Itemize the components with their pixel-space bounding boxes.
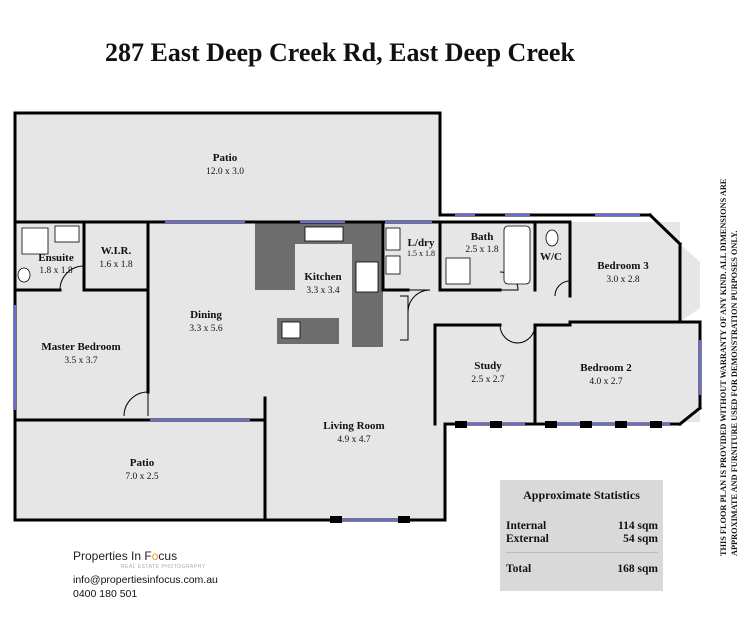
bedroom2-bay-floor <box>680 322 700 424</box>
kitchen-island-sink <box>281 321 301 339</box>
brand-logo: Properties In Focus REAL ESTATE PHOTOGRA… <box>73 549 206 570</box>
stat-total-value: 168 sqm <box>617 563 658 575</box>
ensuite-dims: 1.8 x 1.8 <box>39 266 73 276</box>
stat-divider <box>506 552 658 553</box>
wir-dims: 1.6 x 1.8 <box>99 260 133 270</box>
ensuite-name: Ensuite <box>38 252 74 264</box>
kitchen-name: Kitchen <box>304 271 341 283</box>
wc-name: W/C <box>540 251 562 263</box>
brand-name: Properties In Focus <box>73 549 178 563</box>
east-bay-floor <box>535 322 700 422</box>
laundry-tub <box>385 227 401 251</box>
contact-phone: 0400 180 501 <box>73 588 138 600</box>
ensuite-vanity <box>54 225 80 243</box>
patio-bottom-floor <box>15 420 265 520</box>
bath-dims: 2.5 x 1.8 <box>465 245 499 255</box>
stat-internal: Internal 114 sqm <box>506 520 658 532</box>
brand-tagline: REAL ESTATE PHOTOGRAPHY <box>121 564 206 570</box>
stat-internal-label: Internal <box>506 520 547 532</box>
brand-lens-icon: o <box>151 549 159 563</box>
master-name: Master Bedroom <box>41 341 120 353</box>
kitchen-cooktop <box>355 261 379 293</box>
bedroom3-bay-floor <box>680 244 700 322</box>
doors <box>59 265 571 417</box>
floor-fills <box>15 113 700 520</box>
bath-name: Bath <box>471 231 494 243</box>
fixtures <box>17 225 559 339</box>
dining-name: Dining <box>190 309 222 321</box>
contact-info: info@propertiesinfocus.com.au 0400 180 5… <box>73 573 218 601</box>
bathtub <box>503 225 531 285</box>
stat-internal-value: 114 sqm <box>618 520 658 532</box>
disclaimer-text: THIS FLOOR PLAN IS PROVIDED WITHOUT WARR… <box>719 178 739 556</box>
master-dims: 3.5 x 3.7 <box>64 356 98 366</box>
patio-top-name: Patio <box>213 152 238 164</box>
kitchen-dims: 3.3 x 3.4 <box>306 286 340 296</box>
patio-bottom-name: Patio <box>130 457 155 469</box>
ensuite-shower <box>21 227 49 255</box>
ensuite-toilet <box>17 267 31 283</box>
study-dims: 2.5 x 2.7 <box>471 375 505 385</box>
wc-toilet <box>545 229 559 247</box>
contact-email: info@propertiesinfocus.com.au <box>73 574 218 586</box>
patio-bottom-dims: 7.0 x 2.5 <box>125 472 159 482</box>
dining-dims: 3.3 x 5.6 <box>189 324 223 334</box>
patio-top-dims: 12.0 x 3.0 <box>206 167 244 177</box>
stat-total-label: Total <box>506 563 532 575</box>
laundry-name: L/dry <box>408 237 435 249</box>
statistics-panel: Approximate Statistics Internal 114 sqm … <box>500 480 663 591</box>
living-floor <box>265 395 445 520</box>
wir-name: W.I.R. <box>101 245 132 257</box>
laundry-machine <box>385 255 401 275</box>
page-title: 287 East Deep Creek Rd, East Deep Creek <box>105 38 575 67</box>
kitchen-sink <box>304 226 344 242</box>
patio-top-floor <box>15 113 440 223</box>
statistics-heading: Approximate Statistics <box>523 488 640 502</box>
bedroom2-name: Bedroom 2 <box>580 362 632 374</box>
stat-external: External 54 sqm <box>506 533 658 545</box>
living-dims: 4.9 x 4.7 <box>337 435 371 445</box>
study-name: Study <box>474 360 502 372</box>
window-reveals <box>330 421 662 523</box>
laundry-dims: 1.5 x 1.8 <box>407 249 435 258</box>
bath-shower <box>445 257 471 285</box>
stat-external-label: External <box>506 533 549 545</box>
bedroom3-name: Bedroom 3 <box>597 260 649 272</box>
stat-total: Total 168 sqm <box>506 563 658 575</box>
bedroom3-dims: 3.0 x 2.8 <box>606 275 640 285</box>
living-name: Living Room <box>323 420 384 432</box>
bedroom2-dims: 4.0 x 2.7 <box>589 377 623 387</box>
stat-external-value: 54 sqm <box>623 533 658 545</box>
bedroom3-floor <box>570 222 680 322</box>
